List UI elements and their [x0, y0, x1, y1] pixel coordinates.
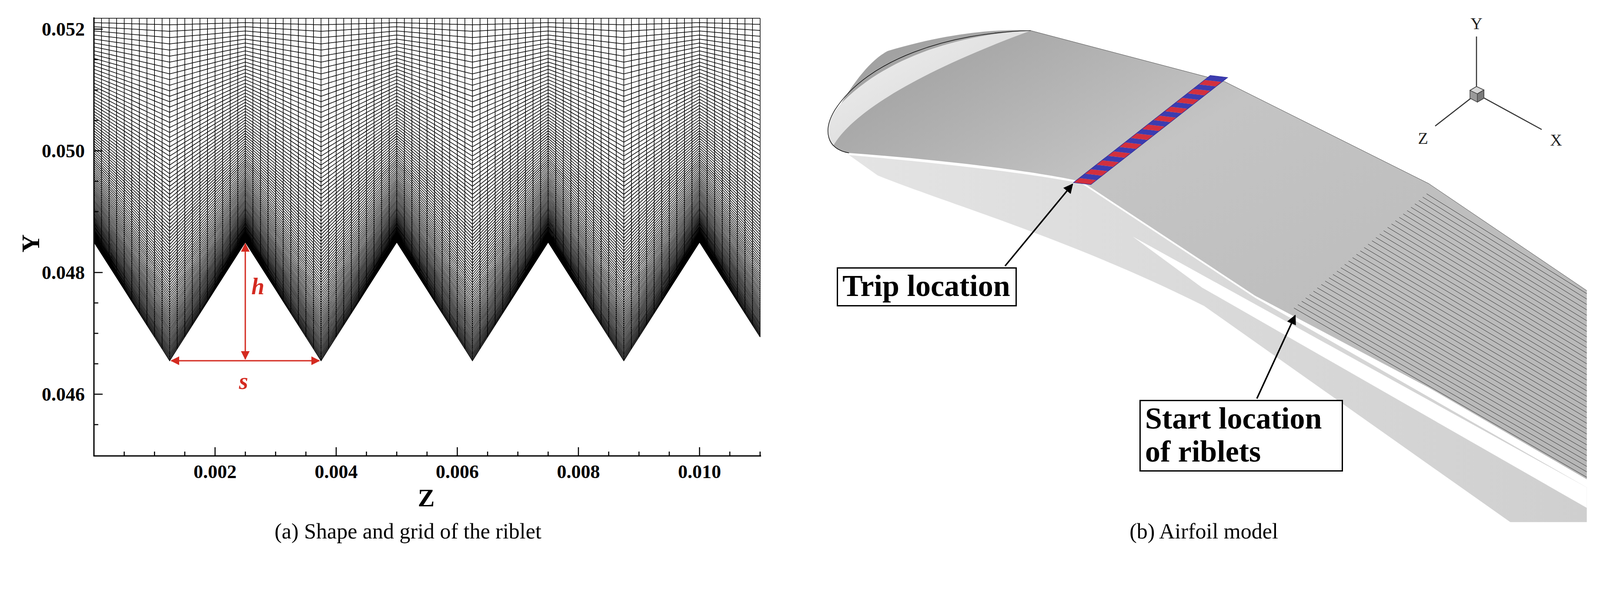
- dimension-label: s: [238, 367, 248, 395]
- axis-label: Z: [1417, 128, 1428, 148]
- riblet-dimensions: [171, 243, 320, 361]
- tick-label: 0.002: [193, 460, 237, 484]
- tick-label: 0.010: [678, 460, 722, 484]
- tick-label: 0.004: [314, 460, 358, 484]
- callout-text: Trip location: [842, 269, 1012, 303]
- axis-label: Y: [1470, 13, 1483, 34]
- dimension-label: h: [251, 273, 265, 301]
- callout-text: Start location of riblets: [1145, 402, 1337, 468]
- axis-title: Z: [417, 483, 435, 513]
- tick-label: 0.052: [41, 18, 85, 41]
- riblet-grid: [93, 18, 761, 361]
- tick-label: 0.046: [41, 383, 85, 406]
- tick-label: 0.006: [435, 460, 479, 484]
- plot-axes: [93, 17, 762, 457]
- callout-box: Start location of riblets: [1139, 400, 1343, 472]
- tick-label: 0.008: [557, 460, 601, 484]
- leader-arrows: [1005, 184, 1296, 399]
- panel-caption: (a) Shape and grid of the riblet: [274, 518, 542, 545]
- axis-title: Y: [16, 234, 46, 253]
- callout-box: Trip location: [836, 267, 1017, 307]
- airfoil-model: [827, 30, 1587, 523]
- tick-label: 0.050: [41, 140, 85, 163]
- axis-label: X: [1549, 130, 1562, 150]
- panel-caption: (b) Airfoil model: [1129, 518, 1279, 545]
- tick-label: 0.048: [41, 261, 85, 284]
- axis-triad: [1435, 36, 1542, 130]
